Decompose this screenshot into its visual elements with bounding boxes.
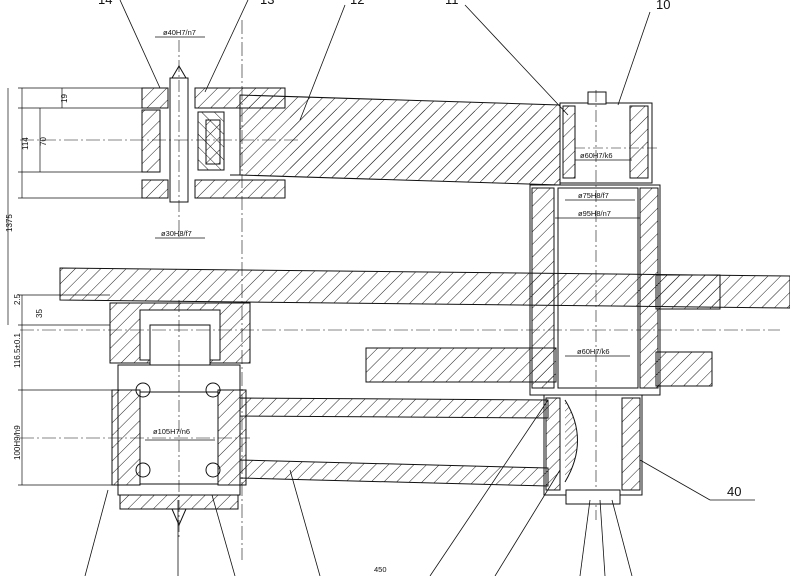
callout-11: 11 <box>445 0 459 7</box>
dim-19: 19 <box>60 94 69 103</box>
callout-10: 10 <box>656 0 670 12</box>
fit-lower-shaft: ø105H7/n6 <box>153 427 190 436</box>
callout-12: 12 <box>350 0 364 7</box>
dim-35: 35 <box>35 309 44 318</box>
bearing-block-lower-right <box>543 394 643 505</box>
bearing-block-top-right <box>559 91 660 184</box>
dim-2-5: 2.5 <box>13 293 22 305</box>
callout-40: 40 <box>727 484 741 499</box>
fit-sleeve-outer: ø75H8/f7 <box>578 191 609 200</box>
dim-70: 70 <box>39 137 48 146</box>
dim-450: 450 <box>374 565 387 574</box>
sleeve-right <box>529 90 661 520</box>
dimension-lines <box>7 36 640 486</box>
fit-top-pin: ø40H7/n7 <box>163 28 196 37</box>
link-arm-middle <box>59 267 790 387</box>
callout-13: 13 <box>260 0 274 7</box>
fit-sleeve-inner: ø95H8/n7 <box>578 209 611 218</box>
callout-14: 14 <box>98 0 112 7</box>
leader-lines <box>84 0 755 576</box>
link-arm-top <box>239 94 561 186</box>
dim-114: 114 <box>21 137 30 150</box>
dim-1375: 1375 <box>5 214 14 232</box>
fit-right-pin-top: ø60H7/k6 <box>580 151 613 160</box>
fit-right-pin-mid: ø60H7/k6 <box>577 347 610 356</box>
bearing-block-top-left <box>141 40 286 240</box>
dim-100: 100H9/h9 <box>13 425 22 460</box>
center-lines <box>20 20 780 560</box>
dim-116: 116.5±0.1 <box>13 333 22 368</box>
housing-lower-left <box>109 300 251 540</box>
link-arm-lower <box>239 397 549 487</box>
fit-bottom-pin: ø30H8/f7 <box>161 229 192 238</box>
